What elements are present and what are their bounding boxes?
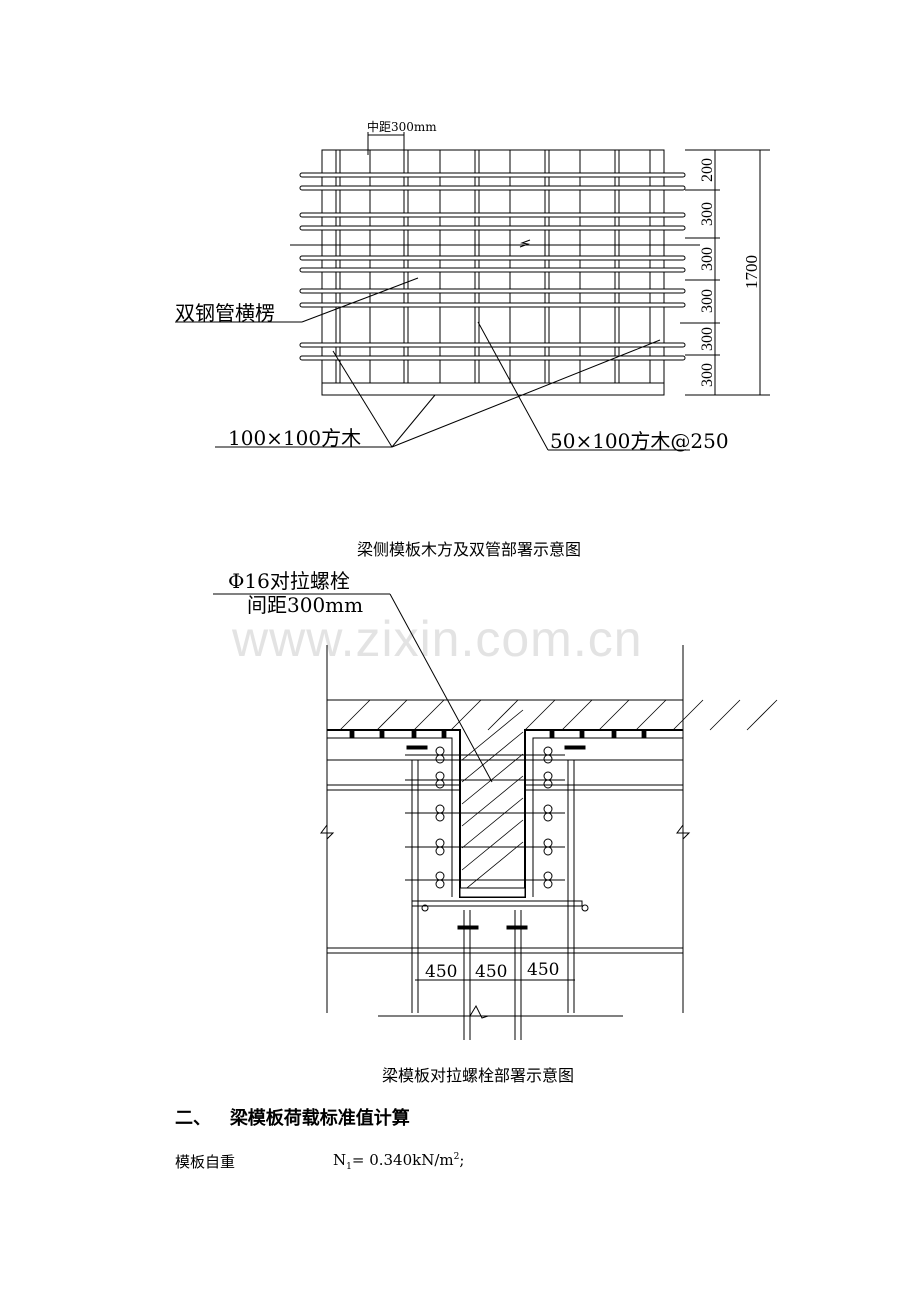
hatch-line: [598, 699, 630, 731]
pipe-section: [543, 746, 553, 756]
timber-block: [441, 730, 447, 739]
subscript: 1: [346, 1162, 352, 1172]
section-heading: 二、 梁模板荷载标准值计算: [175, 1104, 410, 1130]
pipe-section: [435, 838, 445, 848]
pipe-section: [543, 812, 553, 822]
timber-block: [641, 730, 647, 739]
double-pipe-label: 双钢管横楞: [175, 301, 275, 325]
dim-label: 300: [699, 363, 716, 387]
pipe-section: [435, 779, 445, 789]
hatch-line: [413, 699, 445, 731]
pipe-section: [543, 779, 553, 789]
watermark: www.zixin.com.cn: [232, 611, 643, 667]
timber-block: [549, 730, 555, 739]
jack-plate: [406, 745, 428, 750]
pipe-section: [543, 771, 553, 781]
hatch-line: [450, 699, 482, 731]
jack-plate: [506, 925, 528, 930]
pipe-section: [543, 871, 553, 881]
tie-bolt-drawing: 450 450 450 Φ16对拉螺栓 间距300mm: [213, 569, 778, 1040]
pipe-section: [435, 879, 445, 889]
pipe-section: [543, 804, 553, 814]
steel-pipe: [299, 185, 686, 191]
timber-block: [379, 730, 385, 739]
dim-label: 300: [699, 289, 716, 313]
hatch-line: [461, 797, 524, 849]
steel-pipe: [299, 267, 686, 273]
pipe-section: [543, 879, 553, 889]
hatch-line: [461, 775, 524, 827]
pipe-section: [435, 812, 445, 822]
hatch-line: [672, 699, 704, 731]
steel-pipe: [299, 288, 686, 294]
pipe-section: [421, 904, 429, 912]
hatch-line: [461, 819, 524, 871]
hatch-line: [461, 841, 524, 893]
steel-pipe: [299, 342, 686, 348]
pipe-section: [435, 804, 445, 814]
pipe-section: [435, 771, 445, 781]
jack-plate: [457, 925, 479, 930]
timber-block: [411, 730, 417, 739]
figure1-caption: 梁侧模板木方及双管部署示意图: [357, 540, 582, 559]
bolt-spacing-label: 间距300mm: [247, 593, 363, 617]
section-number: 二、: [175, 1108, 211, 1129]
hatch-line: [561, 699, 593, 731]
timber-block: [349, 730, 355, 739]
suffix: ;: [459, 1151, 465, 1169]
spacing-label: 中距300mm: [367, 119, 437, 134]
steel-pipe: [299, 255, 686, 261]
steel-pipe: [299, 212, 686, 218]
dim-label: 300: [699, 327, 716, 351]
symbol: N: [333, 1151, 347, 1169]
dim-label: 300: [699, 202, 716, 226]
pipe-section: [435, 871, 445, 881]
pipe-section: [543, 846, 553, 856]
formula-label: 模板自重: [175, 1153, 236, 1171]
timber-50-label: 50×100方木@250: [550, 429, 729, 453]
pipe-section: [435, 754, 445, 764]
timber-100-label: 100×100方木: [228, 426, 361, 450]
hatch-line: [461, 709, 524, 761]
section-title: 梁模板荷载标准值计算: [229, 1108, 410, 1129]
hatch-line: [461, 753, 524, 805]
superscript: 2: [453, 1152, 460, 1162]
dim-label: 300: [699, 247, 716, 271]
dim-label: 450: [527, 960, 559, 980]
figure2-caption: 梁模板对拉螺栓部署示意图: [382, 1066, 575, 1085]
dim-label: 200: [699, 158, 716, 182]
hatch-line: [635, 699, 667, 731]
timber-block: [579, 730, 585, 739]
steel-pipe: [299, 172, 686, 178]
hatch-line: [524, 699, 556, 731]
jack-plate: [564, 745, 586, 750]
pipe-section: [581, 904, 589, 912]
dim-label: 450: [425, 962, 457, 982]
pipe-section: [543, 754, 553, 764]
steel-pipe: [299, 355, 686, 361]
hatch-line: [461, 731, 524, 783]
hatch-line: [487, 699, 519, 731]
hatch-line: [746, 699, 778, 731]
hatch-line: [376, 699, 408, 731]
formwork-side-drawing: 中距300mm 双钢管横楞 100×100方木 50×100方木@250 200…: [175, 119, 770, 453]
value: = 0.340kN/m: [351, 1151, 454, 1169]
bolt-label: Φ16对拉螺栓: [228, 569, 350, 593]
total-dim-label: 1700: [742, 255, 761, 289]
hatch-line: [709, 699, 741, 731]
pipe-section: [435, 846, 445, 856]
hatch-line: [339, 699, 371, 731]
formula-value: N1= 0.340kN/m2;: [333, 1151, 464, 1172]
steel-pipe: [299, 302, 686, 308]
steel-pipe: [299, 225, 686, 231]
dim-label: 450: [475, 962, 507, 982]
pipe-section: [435, 746, 445, 756]
timber-block: [611, 730, 617, 739]
pipe-section: [543, 838, 553, 848]
